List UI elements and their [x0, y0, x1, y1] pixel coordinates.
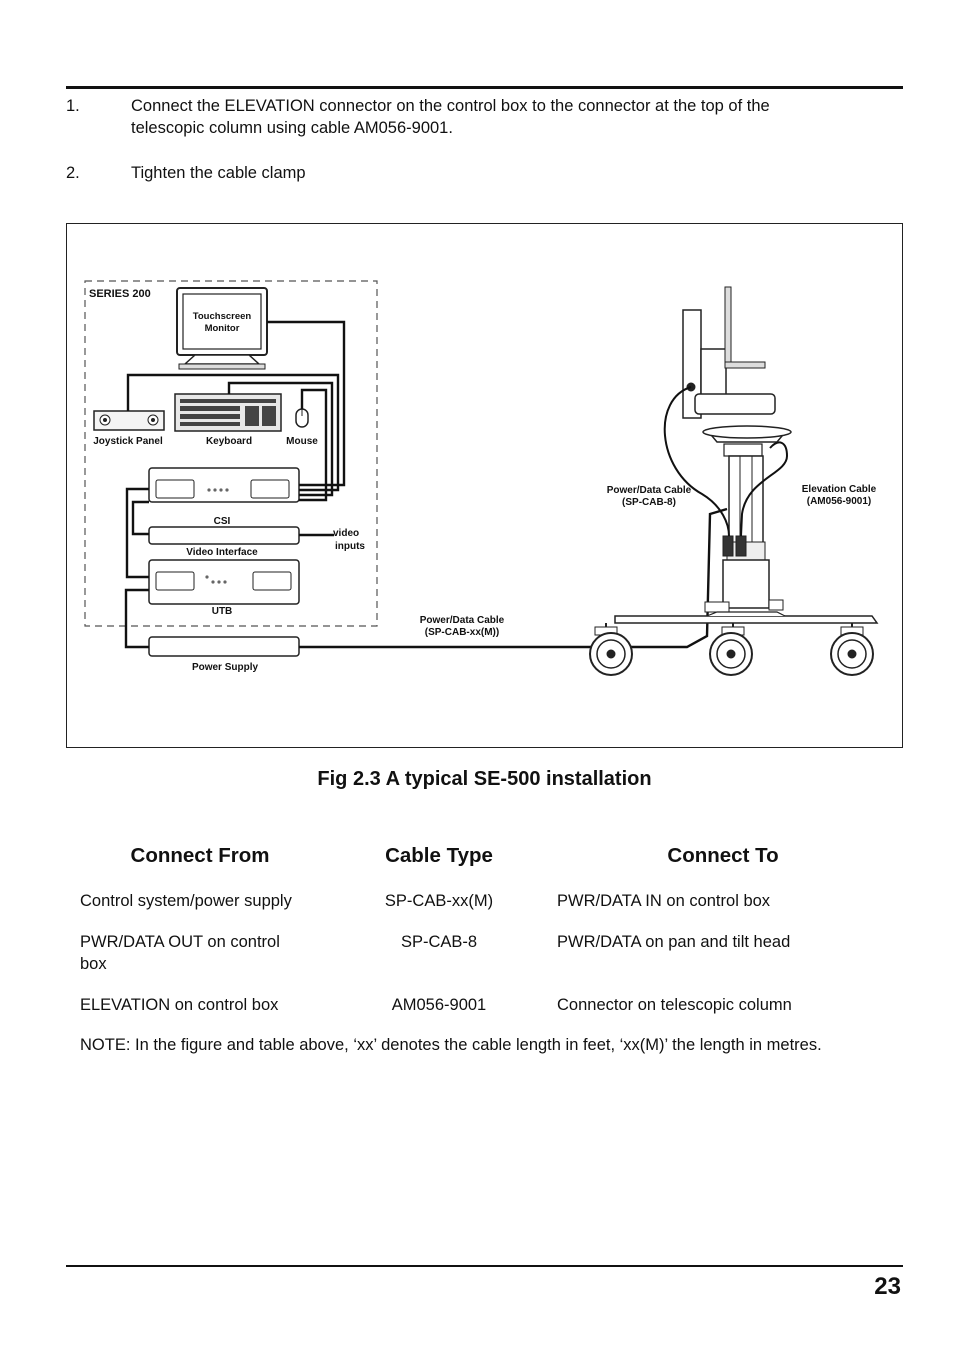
power-cable-bottom-line1: Power/Data Cable	[420, 615, 505, 626]
step-text-line: telescopic column using cable AM056-9001…	[131, 119, 453, 137]
utb-label: UTB	[212, 606, 233, 617]
elevation-cable	[740, 441, 789, 537]
cell-from: Control system/power supply	[80, 892, 292, 910]
installation-figure: SERIES 200 Touchscreen Monitor Joystick …	[66, 223, 903, 748]
power-cable-top-line1: Power/Data Cable	[607, 485, 692, 496]
video-inputs-line2: inputs	[335, 541, 365, 552]
power-cable-top-line2: (SP-CAB-8)	[622, 497, 676, 508]
video-inputs-line1: video	[333, 528, 359, 539]
monitor-label-line1: Touchscreen	[193, 311, 252, 322]
bottom-rule	[66, 1265, 903, 1267]
video-interface-label: Video Interface	[186, 547, 258, 558]
monitor-label-line2: Monitor	[205, 323, 240, 334]
header-cable-type: Cable Type	[385, 844, 493, 867]
video-interface: Video Interface	[148, 526, 300, 558]
header-connect-from: Connect From	[130, 844, 270, 867]
step-text-line: Tighten the cable clamp	[131, 164, 306, 182]
csi-label: CSI	[214, 516, 231, 527]
page-number: 23	[874, 1273, 901, 1300]
power-supply: Power Supply	[148, 636, 300, 673]
power-cable-bottom-line2: (SP-CAB-xx(M))	[425, 627, 499, 638]
cell-from: PWR/DATA OUT on control box	[80, 931, 350, 975]
pedestal-stand	[589, 286, 879, 676]
cell-cable: AM056-9001	[391, 996, 487, 1014]
joystick-label: Joystick Panel	[93, 436, 163, 447]
mouse: Mouse	[286, 408, 318, 447]
series-label: SERIES 200	[89, 288, 151, 300]
top-rule	[66, 86, 903, 89]
step-text: Tighten the cable clamp	[131, 162, 891, 184]
power-data-cable-head	[663, 386, 730, 537]
utb-unit: UTB	[148, 559, 300, 617]
csi-unit: CSI	[148, 467, 300, 527]
series-200-cables	[124, 320, 346, 649]
cell-to: PWR/DATA on pan and tilt head	[557, 933, 791, 951]
touchscreen-monitor: Touchscreen Monitor	[176, 287, 268, 370]
cell-from-line: box	[80, 955, 107, 973]
table-note: NOTE: In the figure and table above, ‘xx…	[80, 1036, 822, 1054]
installation-diagram: SERIES 200 Touchscreen Monitor Joystick …	[84, 280, 879, 676]
step-number: 1.	[66, 97, 80, 115]
cell-from: ELEVATION on control box	[80, 996, 279, 1014]
cell-cable: SP-CAB-8	[400, 933, 478, 951]
joystick-panel: Joystick Panel	[93, 410, 165, 447]
step-number: 2.	[66, 164, 80, 182]
keyboard: Keyboard	[174, 393, 282, 447]
mouse-label: Mouse	[286, 436, 318, 447]
series-200-boundary	[84, 280, 378, 627]
cell-to: PWR/DATA IN on control box	[557, 892, 771, 910]
step-text-line: Connect the ELEVATION connector on the c…	[131, 97, 770, 115]
keyboard-label: Keyboard	[206, 436, 252, 447]
figure-caption: Fig 2.3 A typical SE-500 installation	[317, 768, 652, 790]
cell-cable: SP-CAB-xx(M)	[384, 892, 494, 910]
cell-from-line: PWR/DATA OUT on control	[80, 933, 280, 951]
elevation-cable-line2: (AM056-9001)	[807, 496, 871, 507]
power-supply-label: Power Supply	[192, 662, 259, 673]
cell-to: Connector on telescopic column	[557, 996, 792, 1014]
header-connect-to: Connect To	[667, 844, 779, 867]
elevation-cable-line1: Elevation Cable	[802, 484, 877, 495]
step-text: Connect the ELEVATION connector on the c…	[131, 95, 891, 139]
power-data-cable-main	[299, 507, 728, 649]
